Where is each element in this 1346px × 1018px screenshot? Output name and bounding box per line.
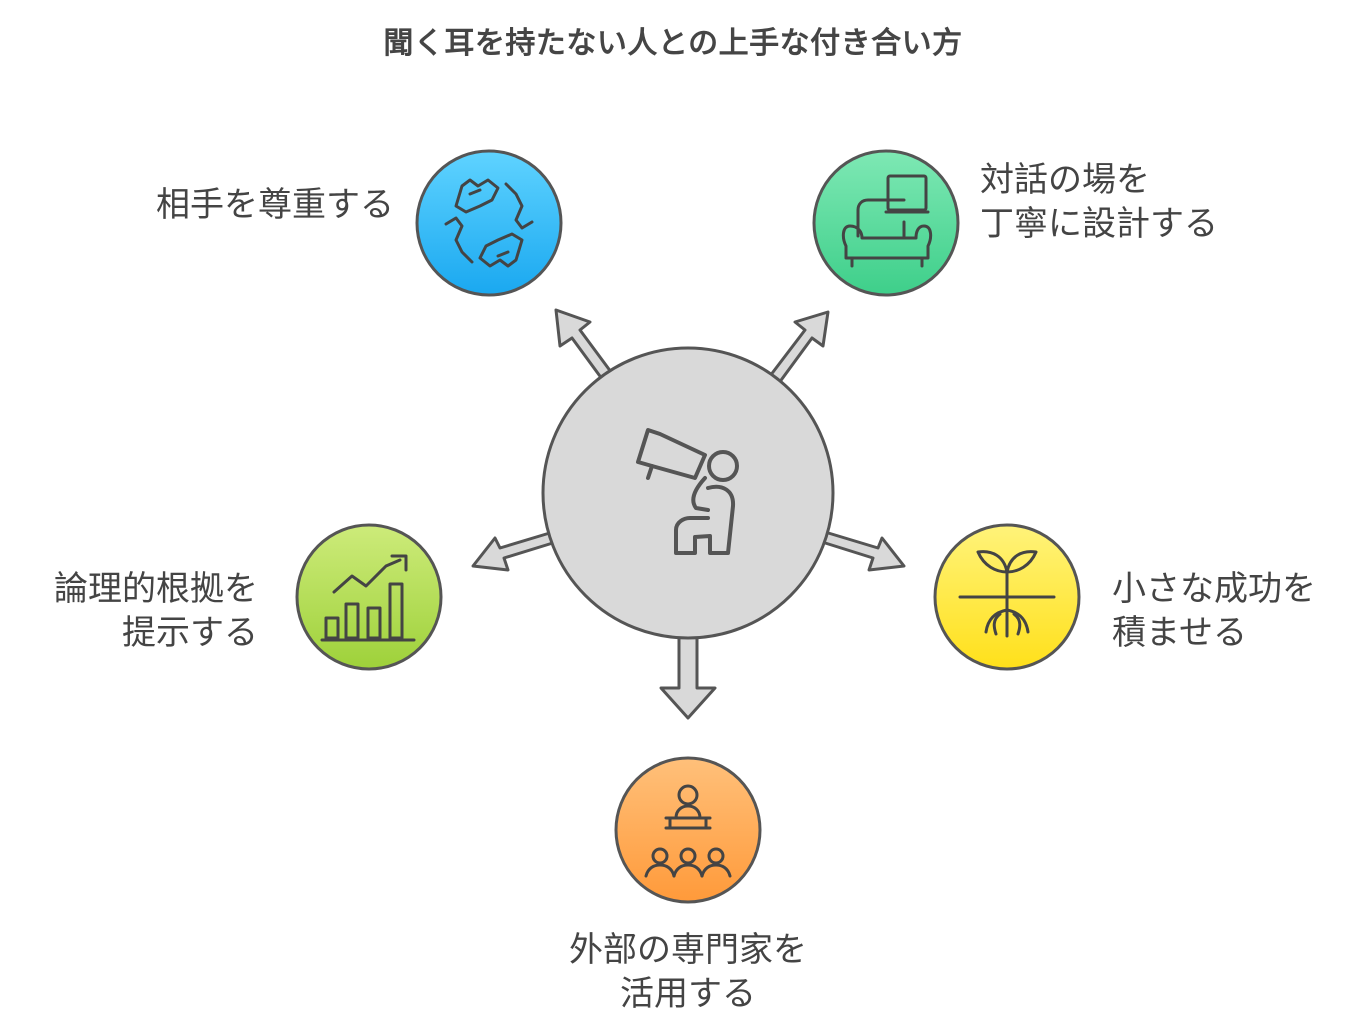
label-expert-line-2: 活用する xyxy=(620,974,756,1014)
label-success: 小さな成功を 積ませる xyxy=(1112,567,1316,655)
label-success-line-1: 小さな成功を xyxy=(1112,569,1316,609)
arrow-upper-left xyxy=(554,308,616,385)
label-expert: 外部の専門家を 活用する xyxy=(488,928,888,1016)
sofa-icon xyxy=(841,174,933,268)
arrow-right xyxy=(820,530,906,572)
arrows xyxy=(471,308,906,720)
arrow-down xyxy=(659,628,717,720)
handshake-icon xyxy=(444,178,534,268)
label-dialogue-line-1: 対話の場を xyxy=(980,160,1150,200)
bar-chart-icon xyxy=(320,554,416,642)
label-expert-line-1: 外部の専門家を xyxy=(569,930,807,970)
node-circle-logic xyxy=(295,523,443,671)
node-circle-dialogue xyxy=(812,149,960,297)
center-circle xyxy=(541,346,835,640)
label-respect: 相手を尊重する xyxy=(156,183,394,227)
node-circle-respect xyxy=(415,149,563,297)
label-logic: 論理的根拠を 提示する xyxy=(54,567,258,655)
label-success-line-2: 積ませる xyxy=(1112,613,1247,653)
sprout-icon xyxy=(958,550,1056,638)
diagram-title: 聞く耳を持たない人との上手な付き合い方 xyxy=(383,26,963,61)
node-circle-expert xyxy=(614,756,762,904)
arrow-upper-right xyxy=(768,310,830,385)
label-respect-line-1: 相手を尊重する xyxy=(156,185,394,225)
label-logic-line-2: 提示する xyxy=(122,613,258,653)
arrow-left xyxy=(471,530,558,572)
label-logic-line-1: 論理的根拠を xyxy=(54,569,258,609)
label-dialogue: 対話の場を 丁寧に設計する xyxy=(980,158,1218,246)
label-dialogue-line-2: 丁寧に設計する xyxy=(980,204,1218,244)
megaphone-person-icon xyxy=(636,428,739,555)
audience-icon xyxy=(644,784,732,878)
